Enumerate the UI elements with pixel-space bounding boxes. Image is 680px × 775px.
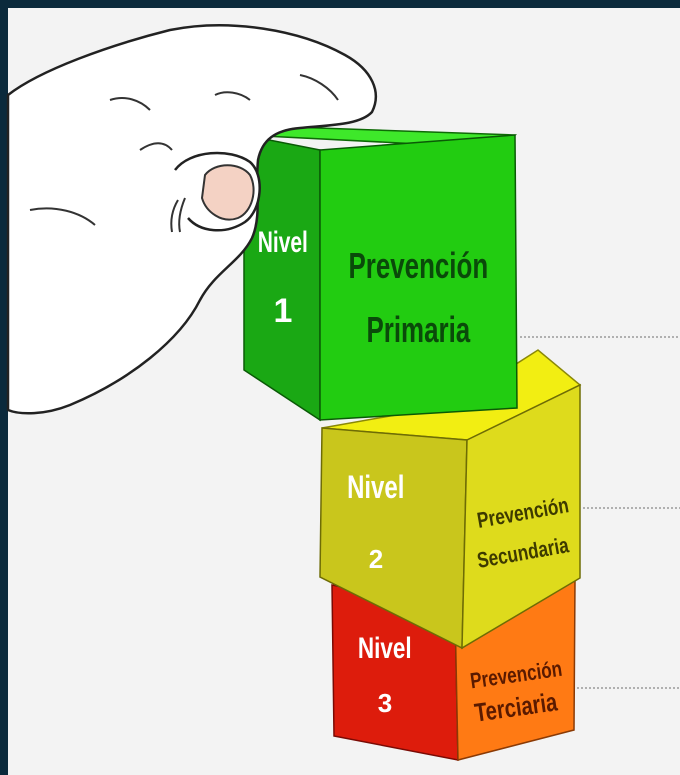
block-3-nivel-number: 3 bbox=[378, 688, 392, 718]
block-1-title-line1: Prevención bbox=[348, 246, 488, 286]
block-1-side-face bbox=[319, 134, 518, 421]
hand-holding-block-icon bbox=[6, 24, 377, 415]
block-3-nivel-label: Nivel bbox=[358, 631, 412, 665]
block-level-2: Nivel 2 Prevención Secundaria bbox=[319, 349, 582, 650]
leader-lines bbox=[520, 336, 680, 689]
block-2-nivel-label: Nivel bbox=[347, 469, 404, 505]
block-level-1: Nivel 1 Prevención Primaria bbox=[241, 125, 518, 422]
block-2-nivel-number: 2 bbox=[369, 544, 383, 574]
block-1-nivel-number: 1 bbox=[274, 292, 293, 330]
block-1-nivel-label: Nivel bbox=[258, 227, 308, 259]
block-2-side-face bbox=[461, 383, 581, 650]
block-1-title-line2: Primaria bbox=[366, 310, 470, 350]
